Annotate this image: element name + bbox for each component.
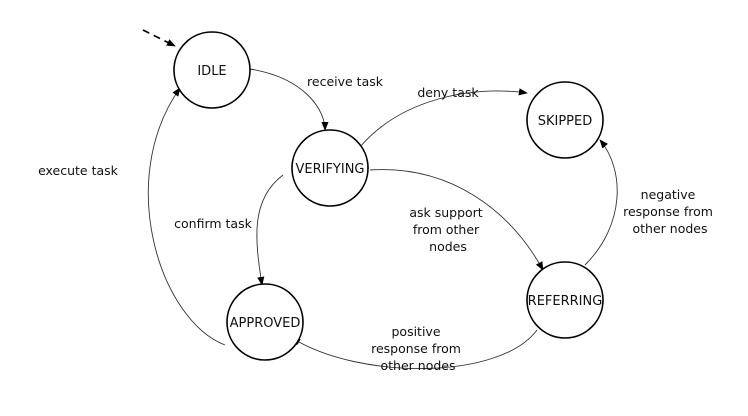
- state-idle: IDLE: [173, 31, 251, 109]
- label-receive-task: receive task: [307, 74, 384, 89]
- state-label: VERIFYING: [295, 162, 364, 177]
- label-line: confirm task: [174, 216, 252, 231]
- edge-deny-task: [359, 88, 528, 148]
- label-execute-task: execute task: [38, 163, 119, 178]
- label-line: response from: [623, 204, 713, 219]
- state-approved: APPROVED: [226, 283, 304, 361]
- label-deny-task: deny task: [417, 85, 479, 100]
- label-line: receive task: [307, 74, 384, 89]
- label-line: positive: [391, 324, 440, 339]
- edge-ask-support: [369, 169, 544, 271]
- label-line: nodes: [429, 239, 467, 254]
- label-positive-response: positive response from other nodes: [371, 324, 465, 373]
- edge-negative-response: [584, 139, 618, 266]
- label-confirm-task: confirm task: [174, 216, 252, 231]
- state-verifying: VERIFYING: [291, 129, 369, 207]
- state-label: SKIPPED: [538, 114, 593, 129]
- label-line: other nodes: [633, 221, 708, 236]
- state-label: IDLE: [197, 64, 226, 79]
- label-negative-response: negative response from other nodes: [623, 187, 717, 236]
- edge-receive-task: [249, 68, 329, 131]
- state-label: APPROVED: [230, 316, 301, 331]
- label-line: ask support: [409, 205, 482, 220]
- state-skipped: SKIPPED: [526, 81, 604, 159]
- label-line: from other: [413, 222, 480, 237]
- label-line: response from: [371, 341, 461, 356]
- initial-arrow: [142, 29, 176, 47]
- edge-confirm-task: [256, 174, 284, 286]
- state-label: REFERRING: [528, 294, 603, 309]
- label-ask-support: ask support from other nodes: [409, 205, 486, 254]
- label-line: deny task: [417, 85, 479, 100]
- label-line: negative: [641, 187, 696, 202]
- edge-execute-task: [147, 87, 226, 346]
- label-line: execute task: [38, 163, 119, 178]
- edge-positive-response: [291, 329, 538, 370]
- state-referring: REFERRING: [526, 261, 604, 339]
- label-line: other nodes: [381, 358, 456, 373]
